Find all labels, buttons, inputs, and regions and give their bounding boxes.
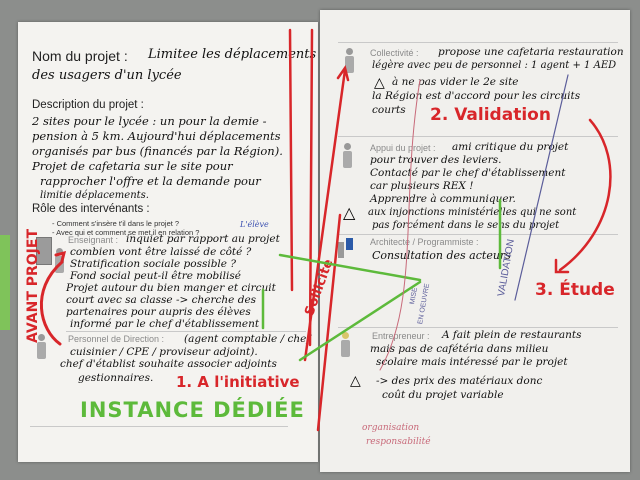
section-divider <box>66 331 306 332</box>
appui-figure-icon <box>340 143 354 169</box>
green-sheet-edge <box>0 235 10 330</box>
appui-line: car plusieurs REX ! <box>370 180 474 192</box>
validation-annotation: 2. Validation <box>430 105 551 125</box>
collectivite-warning-line: à ne pas vider le 2e site <box>392 76 519 88</box>
direction-label: Personnel de Direction : <box>68 334 165 344</box>
direction-line: (agent comptable / chef <box>184 333 311 345</box>
description-line: rapprocher l'offre et la demande pour <box>40 174 261 188</box>
etude-annotation: 3. Étude <box>535 280 615 300</box>
roles-label: Rôle des intervénants : <box>32 203 150 215</box>
description-line: Projet de cafetaria sur le site pour <box>32 159 233 173</box>
eleve-annotation: L'élève <box>240 220 269 229</box>
teacher-line: Fond social peut-il être mobilisé <box>70 270 241 282</box>
description-label: Description du projet : <box>32 99 144 111</box>
teacher-line: Stratification sociale possible ? <box>70 258 236 270</box>
appui-line: Apprendre à communiquer. <box>370 193 516 205</box>
collectivite-figure-icon <box>342 48 356 74</box>
architecte-line: Consultation des acteurs <box>372 249 511 262</box>
direction-line: chef d'établist souhaite associer adjoin… <box>60 358 277 370</box>
entrepreneur-label: Entrepreneur : <box>372 331 430 341</box>
entrepreneur-line: A fait plein de restaurants <box>442 329 582 341</box>
teacher-line: informé par le chef d'établissement <box>70 318 260 330</box>
section-divider <box>338 42 618 43</box>
warning-triangle-icon: △ <box>350 372 361 388</box>
appui-line: pour trouver des leviers. <box>370 154 502 166</box>
left-worksheet <box>18 22 318 462</box>
direction-line: cuisinier / CPE / proviseur adjoint). <box>70 346 258 358</box>
teacher-line: court avec sa classe -> cherche des <box>66 294 257 306</box>
project-name-line2: des usagers d'un lycée <box>32 68 182 83</box>
project-name-label: Nom du projet : <box>32 48 128 64</box>
appui-line: ami critique du projet <box>452 141 569 153</box>
entrepreneur-warning-line: coût du projet variable <box>382 389 504 401</box>
entrepreneur-figure-icon <box>338 332 352 358</box>
appui-line: Contacté par le chef d'établissement <box>370 167 566 179</box>
organisation-annotation: organisation <box>362 423 420 433</box>
appui-warning-line: aux injonctions ministérielles qui ne so… <box>368 207 577 218</box>
collectivite-warning-line: la Région est d'accord pour les circuits <box>372 90 581 102</box>
instance-dediee-annotation: INSTANCE DÉDIÉE <box>80 398 305 422</box>
responsabilite-annotation: responsabilité <box>366 437 431 447</box>
direction-line: gestionnaires. <box>78 372 154 384</box>
teacher-line: Projet autour du bien manger et circuit <box>66 282 276 294</box>
collectivite-warning-line: courts <box>372 104 406 116</box>
entrepreneur-line: scolaire mais intéressé par le projet <box>376 356 568 368</box>
section-divider <box>338 136 618 137</box>
section-divider <box>30 426 288 427</box>
collectivite-line: propose une cafetaria restauration <box>438 46 624 58</box>
warning-triangle-icon: △ <box>374 74 385 90</box>
avant-projet-annotation: AVANT PROJET <box>25 228 42 344</box>
architecte-label: Architecte / Programmiste : <box>370 237 479 247</box>
teacher-line: combien vont être laissé de côté ? <box>70 246 252 258</box>
project-name-line1: Limitee les déplacements <box>148 47 317 62</box>
teacher-figure-icon <box>52 248 66 274</box>
collectivite-label: Collectivité : <box>370 48 419 58</box>
description-line: 2 sites pour le lycée : un pour la demie… <box>32 114 267 128</box>
entrepreneur-line: mais pas de cafétéria dans milieu <box>370 343 549 355</box>
initiative-annotation: 1. A l'initiative <box>176 373 300 391</box>
appui-warning-line: pas forcément dans le sens du projet <box>372 220 560 231</box>
description-line: pension à 5 km. Aujourd'hui déplacements <box>32 129 281 143</box>
section-divider <box>338 234 618 235</box>
collectivite-line: légère avec peu de personnel : 1 agent +… <box>372 60 617 71</box>
description-line: organisés par bus (financés par la Régio… <box>32 144 283 158</box>
teacher-label: Enseignant : <box>68 235 119 245</box>
entrepreneur-warning-line: -> des prix des matériaux donc <box>376 375 543 387</box>
section-divider <box>338 327 618 328</box>
appui-label: Appui du projet : <box>370 143 436 153</box>
roles-question: - Comment s'insère t'il dans le projet ? <box>52 219 180 228</box>
teacher-line: inquiet par rapport au projet <box>126 233 280 245</box>
roles-question: - Avec qui et comment se met il en relat… <box>52 228 200 237</box>
teacher-line: partenaires pour aupris des élèves <box>66 306 251 318</box>
warning-triangle-icon: △ <box>343 205 356 222</box>
description-line: limitie déplacements. <box>40 190 149 201</box>
architect-figure-icon <box>338 238 354 258</box>
